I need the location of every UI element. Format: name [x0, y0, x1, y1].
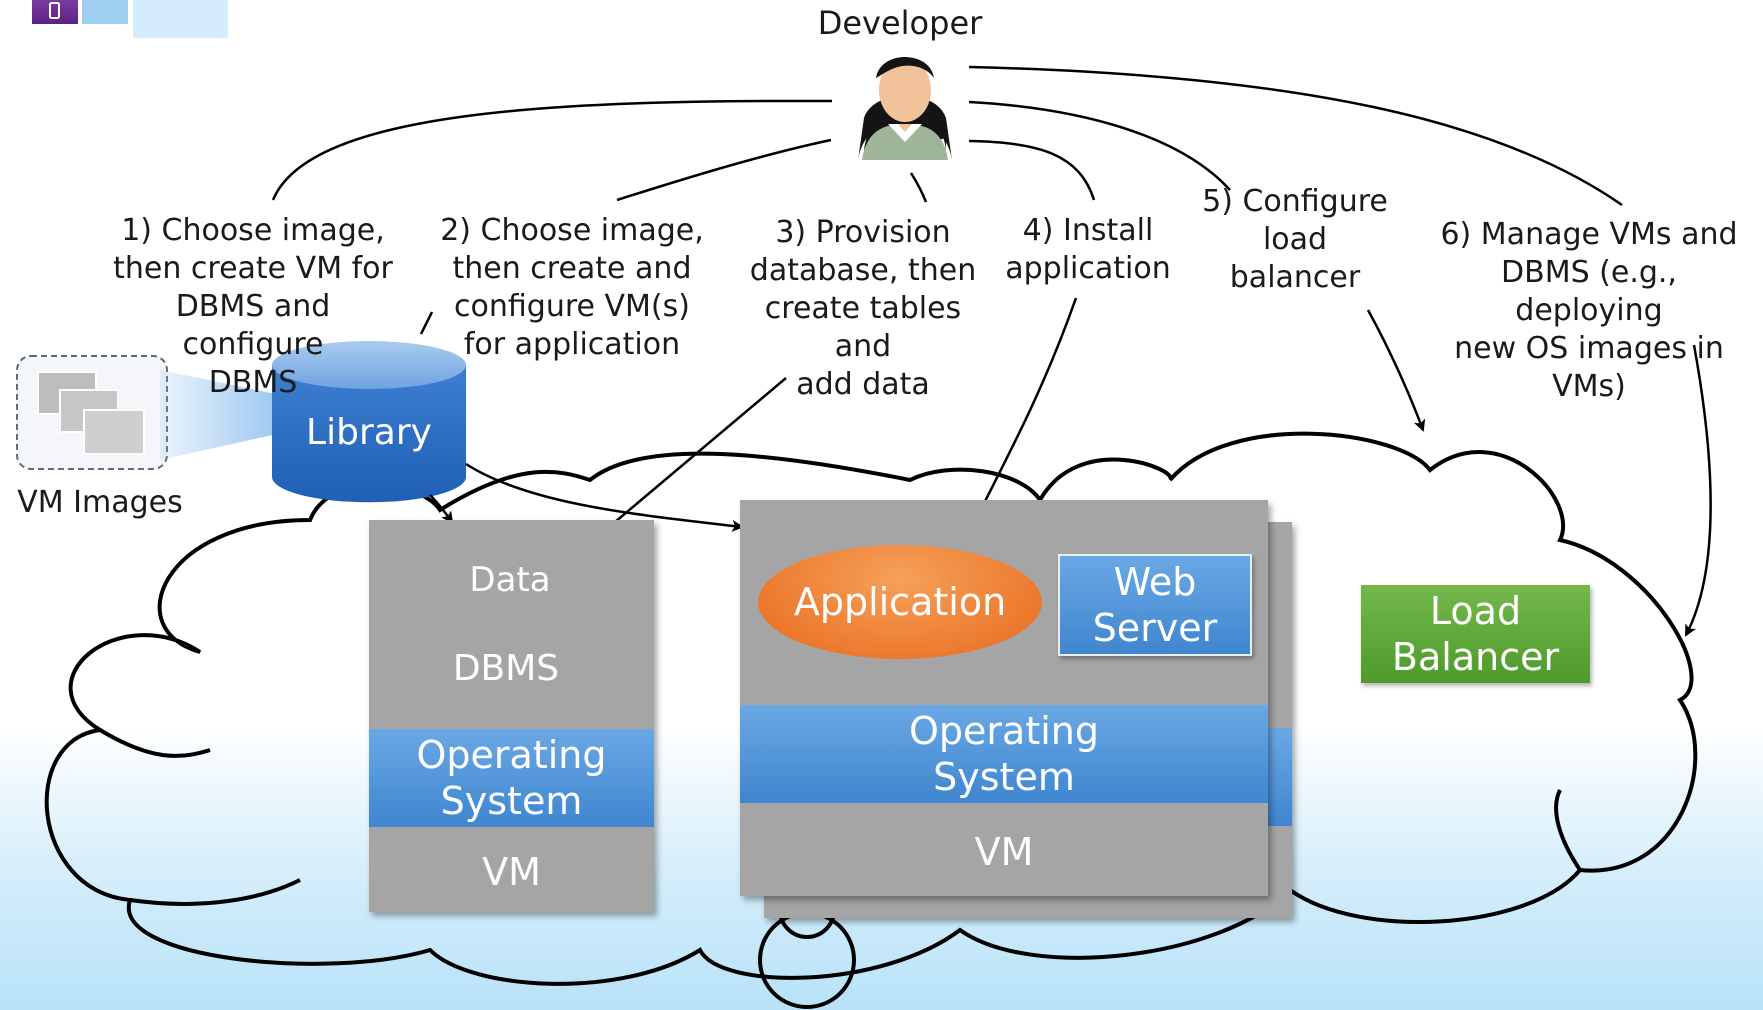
library-label: Library [306, 412, 432, 453]
load-balancer-box: Load Balancer [1361, 585, 1590, 683]
library-cylinder [272, 341, 466, 503]
step-3-label: 3) Provision database, then create table… [749, 215, 977, 402]
vm-images-label: VM Images [17, 485, 183, 520]
dbms-vm-container [369, 520, 654, 912]
dbms-vm-label: VM [482, 850, 541, 894]
web-server-box: Web Server [1058, 554, 1252, 656]
corner-logo-tiles [32, 0, 228, 38]
step-1-label: 1) Choose image, then create VM for DBMS… [113, 213, 393, 400]
step-2-label: 2) Choose image, then create and configu… [440, 213, 704, 362]
application-ellipse: Application [758, 545, 1042, 659]
vm-images-icon [16, 355, 168, 470]
dbms-label: DBMS [452, 648, 560, 689]
step-5-label: 5) Configure load balancer [1202, 184, 1388, 295]
app-vm-os-layer: Operating System [740, 705, 1268, 803]
projection-beam [160, 370, 295, 460]
developer-person-icon [858, 57, 952, 160]
app-vm-label: VM [974, 830, 1034, 874]
step-4-label: 4) Install application [1005, 213, 1171, 286]
data-label: Data [469, 560, 551, 600]
developer-label: Developer [817, 4, 983, 42]
dbms-vm-os-layer: Operating System [369, 729, 654, 827]
step-6-label: 6) Manage VMs and DBMS (e.g., deploying … [1440, 217, 1738, 404]
connector-lines [271, 65, 1623, 335]
